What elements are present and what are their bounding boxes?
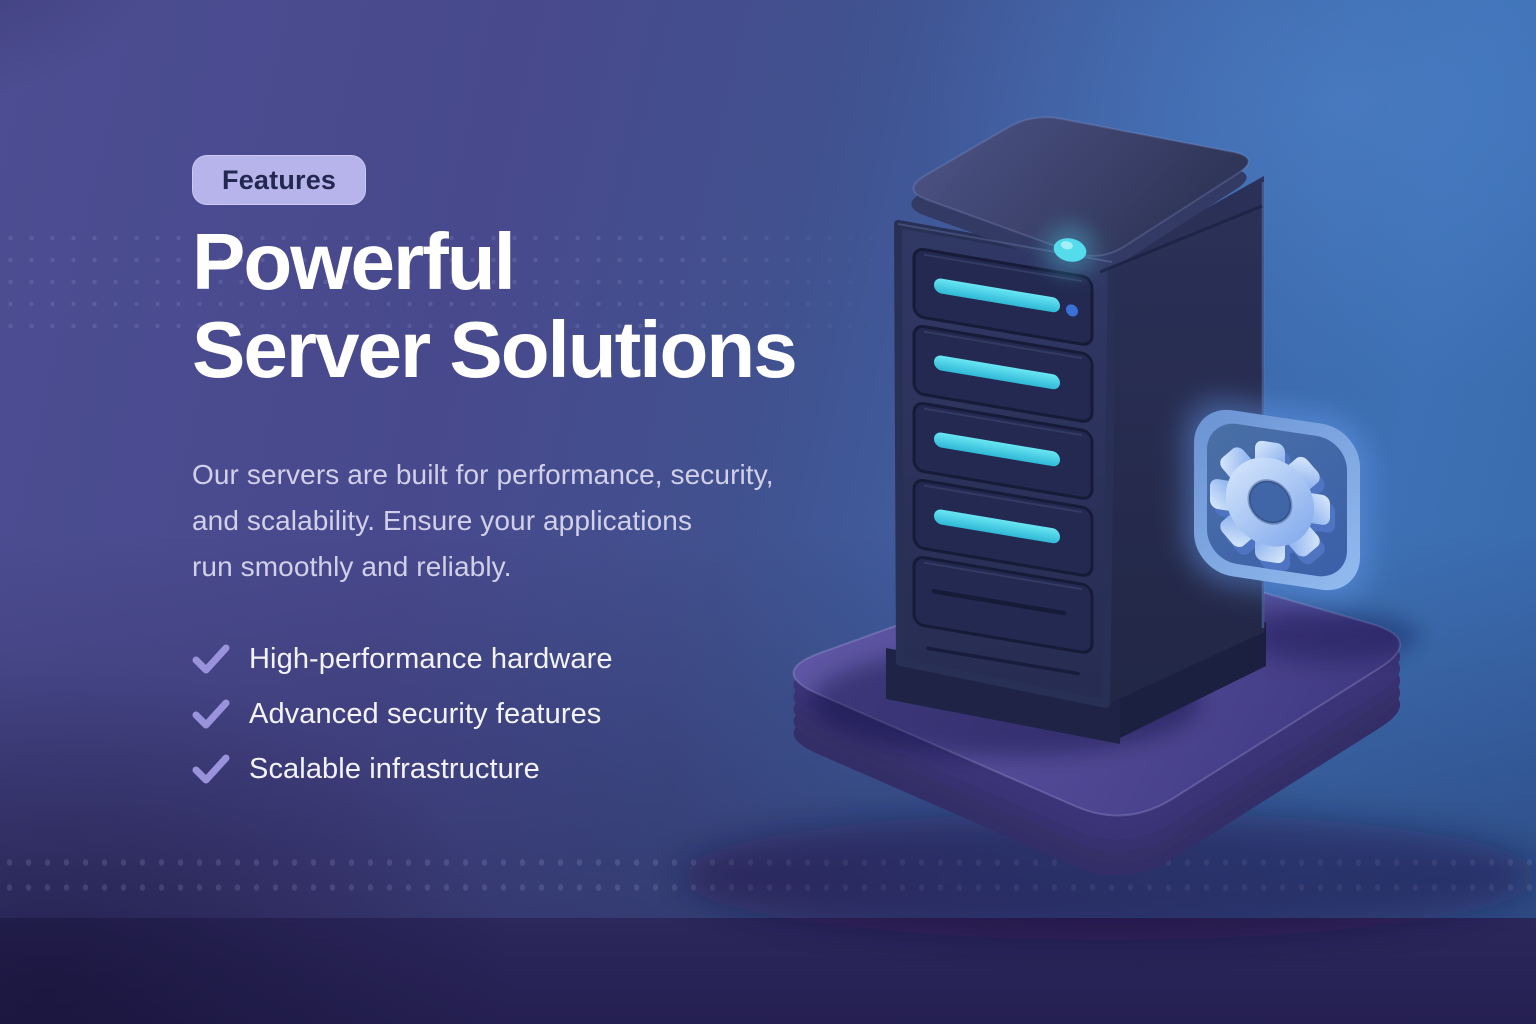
description: Our servers are built for performance, s… <box>192 452 952 590</box>
check-icon <box>192 754 230 784</box>
check-icon <box>192 699 230 729</box>
feature-label: Scalable infrastructure <box>249 752 540 785</box>
page-title: Powerful Server Solutions <box>192 217 798 394</box>
gear-icon <box>1210 432 1335 579</box>
title-line-1: Powerful <box>192 217 516 306</box>
power-led-icon <box>1044 224 1096 276</box>
feature-label: High-performance hardware <box>249 642 613 675</box>
check-icon <box>192 644 230 674</box>
platform-shadow <box>680 812 1536 940</box>
gear-badge <box>1185 400 1369 600</box>
title-line-2: Server Solutions <box>192 305 798 394</box>
feature-list: High-performance hardware Advanced secur… <box>192 641 613 806</box>
feature-label: Advanced security features <box>249 697 602 730</box>
feature-item: Advanced security features <box>192 696 613 732</box>
bay-led-icon <box>1066 304 1078 317</box>
description-line: and scalability. Ensure your application… <box>192 505 693 536</box>
feature-item: Scalable infrastructure <box>192 751 613 787</box>
description-line: run smoothly and reliably. <box>192 551 512 582</box>
bay-slot-line <box>931 589 1067 616</box>
chassis-groove <box>926 646 1080 676</box>
features-badge: Features <box>192 155 367 205</box>
feature-item: High-performance hardware <box>192 641 613 677</box>
description-line: Our servers are built for performance, s… <box>192 459 774 490</box>
